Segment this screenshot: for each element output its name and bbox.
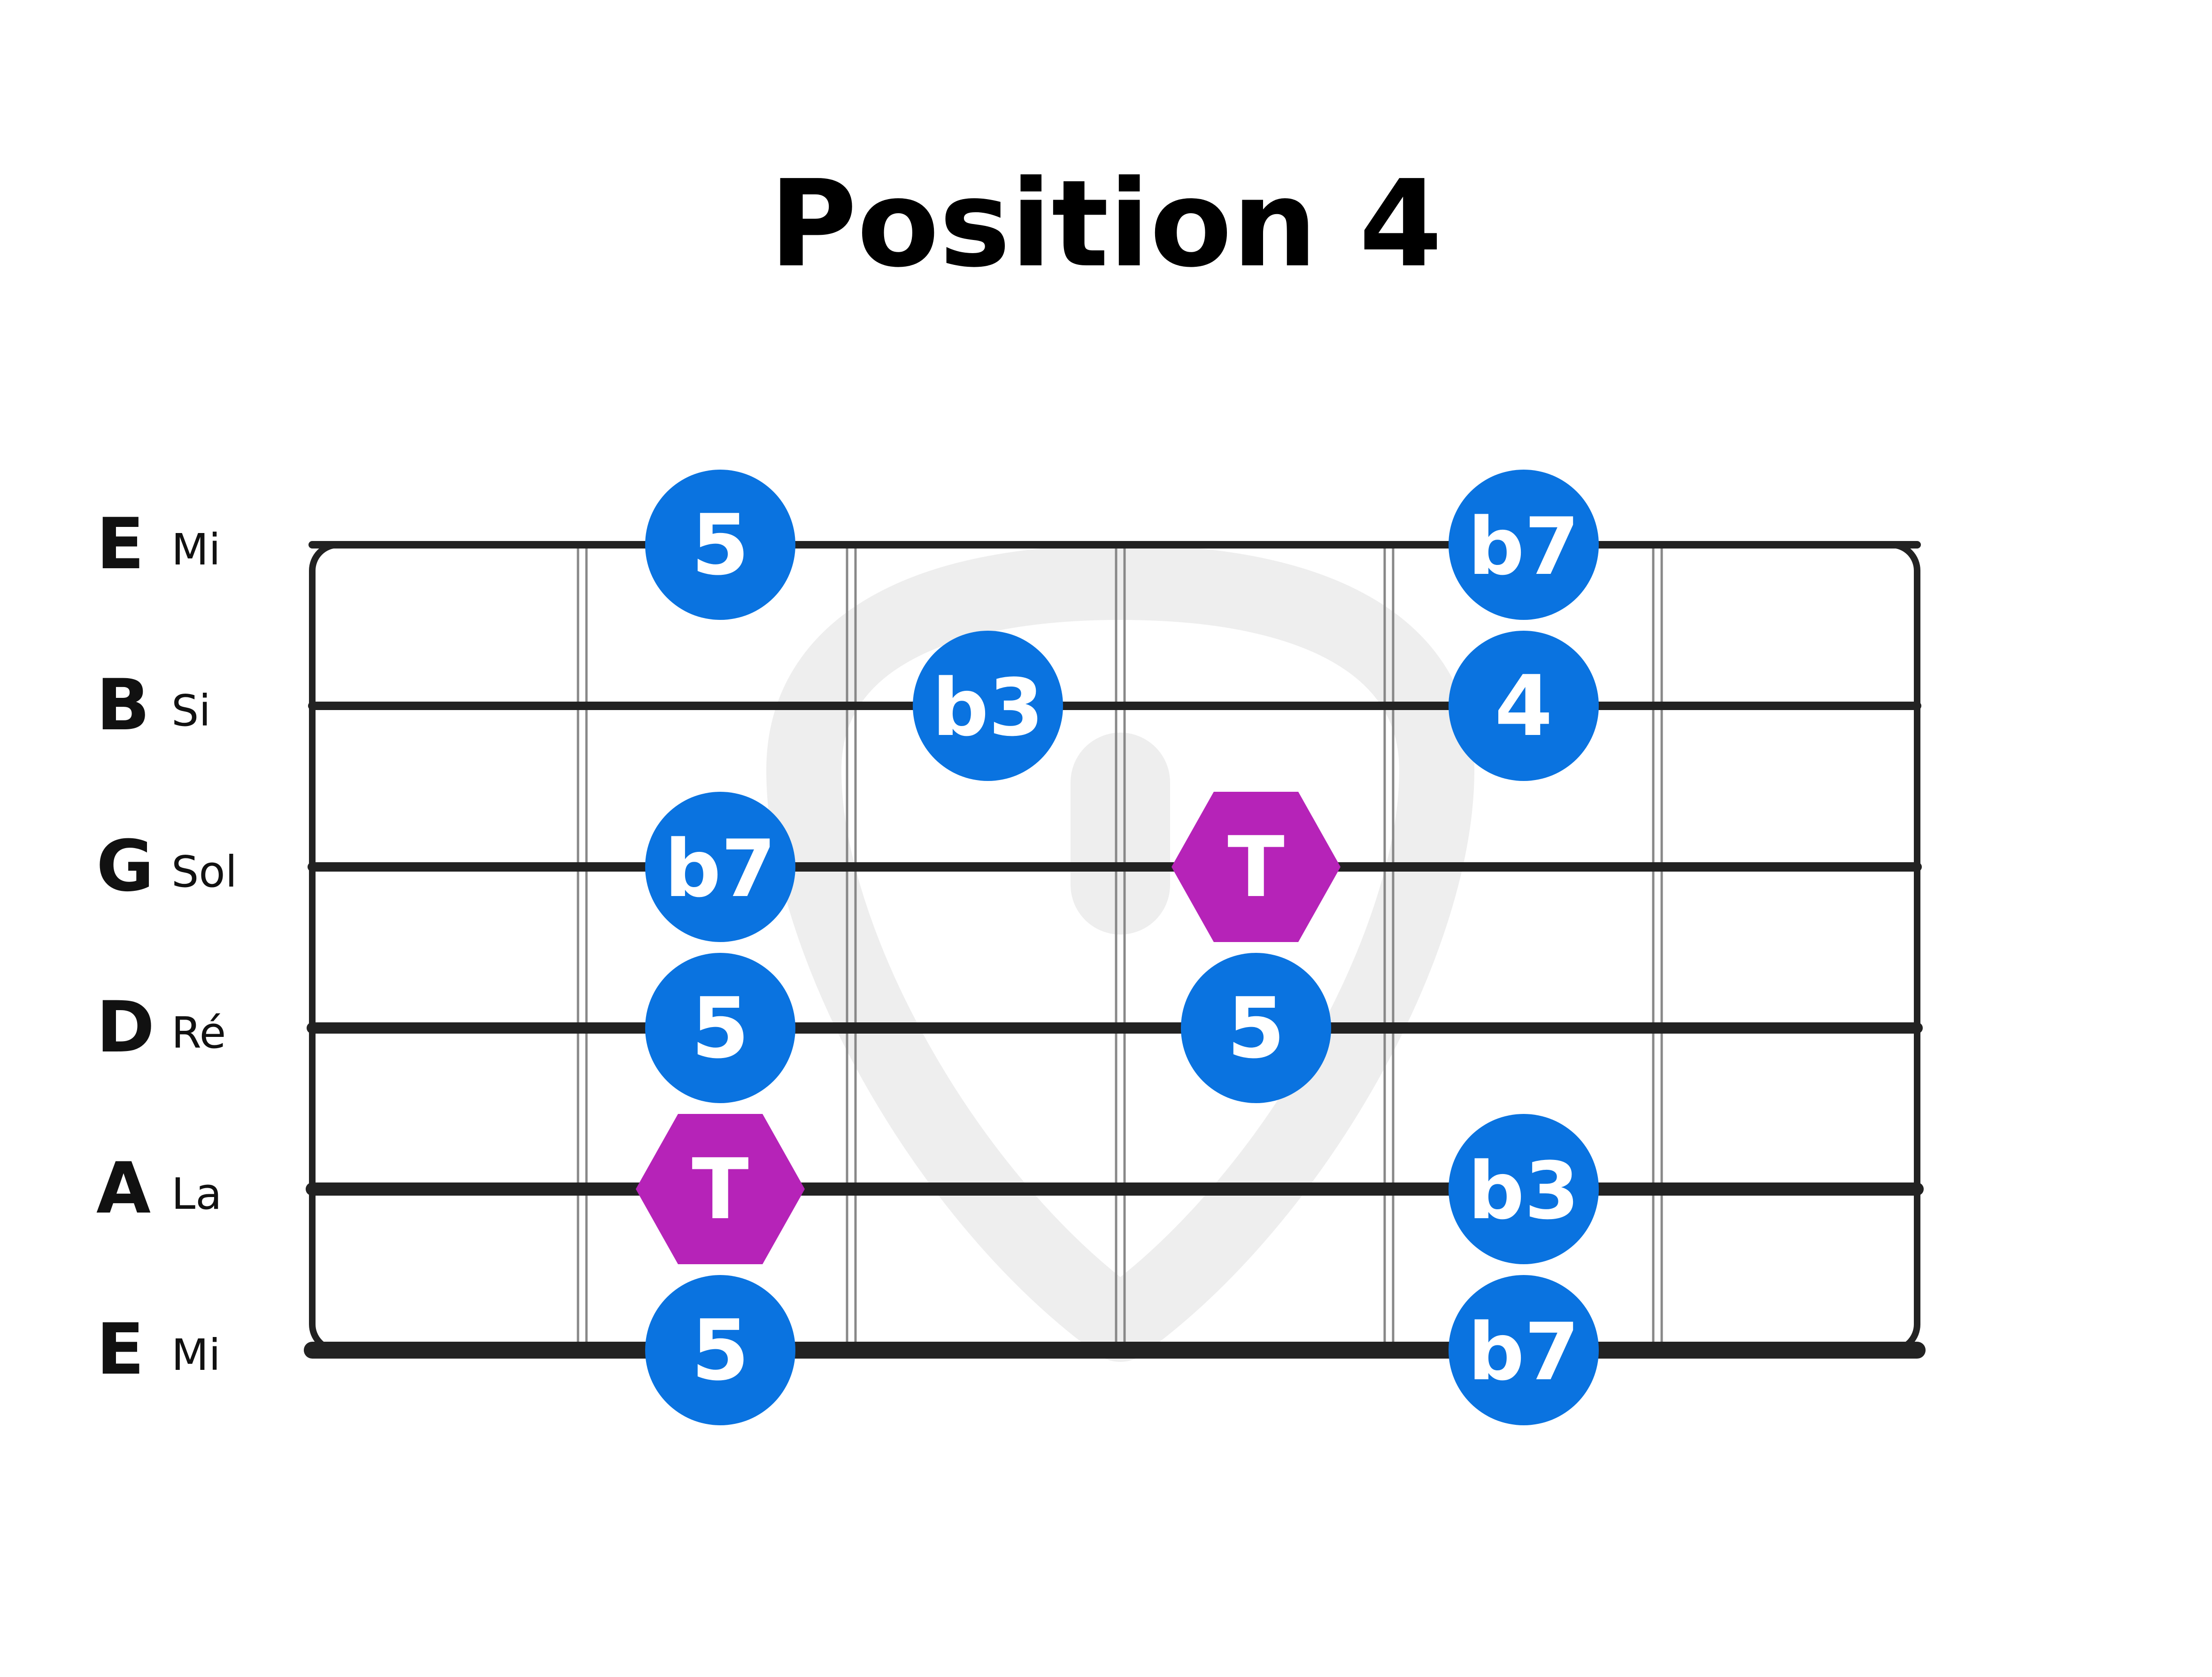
circle-shape <box>1449 631 1599 781</box>
note-label: b3 <box>1468 1145 1579 1237</box>
note-label: 4 <box>1495 657 1553 755</box>
circle-shape <box>645 470 795 620</box>
circle-shape <box>1449 1114 1599 1264</box>
circle-shape <box>645 792 795 942</box>
guitar-pick-icon <box>766 545 1474 1362</box>
root-note-marker: T <box>636 1114 805 1264</box>
note-marker: b3 <box>913 631 1063 781</box>
string-letter: D <box>96 987 155 1068</box>
circle-shape <box>645 1275 795 1425</box>
string-letter: E <box>96 1309 144 1391</box>
note-label: b7 <box>1468 501 1579 593</box>
string-name: La <box>171 1169 222 1219</box>
note-marker: 4 <box>1449 631 1599 781</box>
note-label: b7 <box>1468 1306 1579 1398</box>
root-note-marker: T <box>1172 792 1341 942</box>
note-marker: b3 <box>1449 1114 1599 1264</box>
circle-shape <box>1181 953 1331 1103</box>
note-marker: b7 <box>1449 1275 1599 1425</box>
note-marker: b7 <box>645 792 795 942</box>
fretboard-frame <box>309 541 1920 1353</box>
note-label: b7 <box>664 823 776 915</box>
string-name: Sol <box>171 847 237 897</box>
string-letter: A <box>96 1148 151 1229</box>
note-label: 5 <box>691 496 749 594</box>
note-marker: 5 <box>645 470 795 620</box>
note-label: 5 <box>691 1302 749 1399</box>
fret-lines <box>577 545 1663 1350</box>
string-letter: E <box>96 503 144 585</box>
circle-shape <box>645 953 795 1103</box>
circle-shape <box>1449 1275 1599 1425</box>
note-label: T <box>692 1141 748 1238</box>
circle-shape <box>1449 470 1599 620</box>
string-name: Mi <box>171 525 221 575</box>
string-name: Mi <box>171 1330 221 1380</box>
guitar-pick-slot <box>1071 733 1170 935</box>
note-marker: 5 <box>1181 953 1331 1103</box>
note-label: b3 <box>932 662 1043 754</box>
string-name: Si <box>171 686 211 736</box>
note-label: 5 <box>691 980 749 1077</box>
hexagon-shape <box>1172 792 1341 942</box>
fretboard-outline <box>309 541 1920 1353</box>
guitar-pick-shape <box>766 545 1474 1362</box>
diagram-title: Position 4 <box>769 155 1442 294</box>
string-name: Ré <box>171 1008 226 1058</box>
note-marker: 5 <box>645 953 795 1103</box>
note-label: 5 <box>1227 980 1285 1077</box>
string-letter: G <box>96 826 154 907</box>
string-lines <box>304 541 1926 1359</box>
circle-shape <box>913 631 1063 781</box>
hexagon-shape <box>636 1114 805 1264</box>
note-label: T <box>1227 819 1284 916</box>
note-marker: 5 <box>645 1275 795 1425</box>
string-letter: B <box>96 665 150 746</box>
note-marker: b7 <box>1449 470 1599 620</box>
